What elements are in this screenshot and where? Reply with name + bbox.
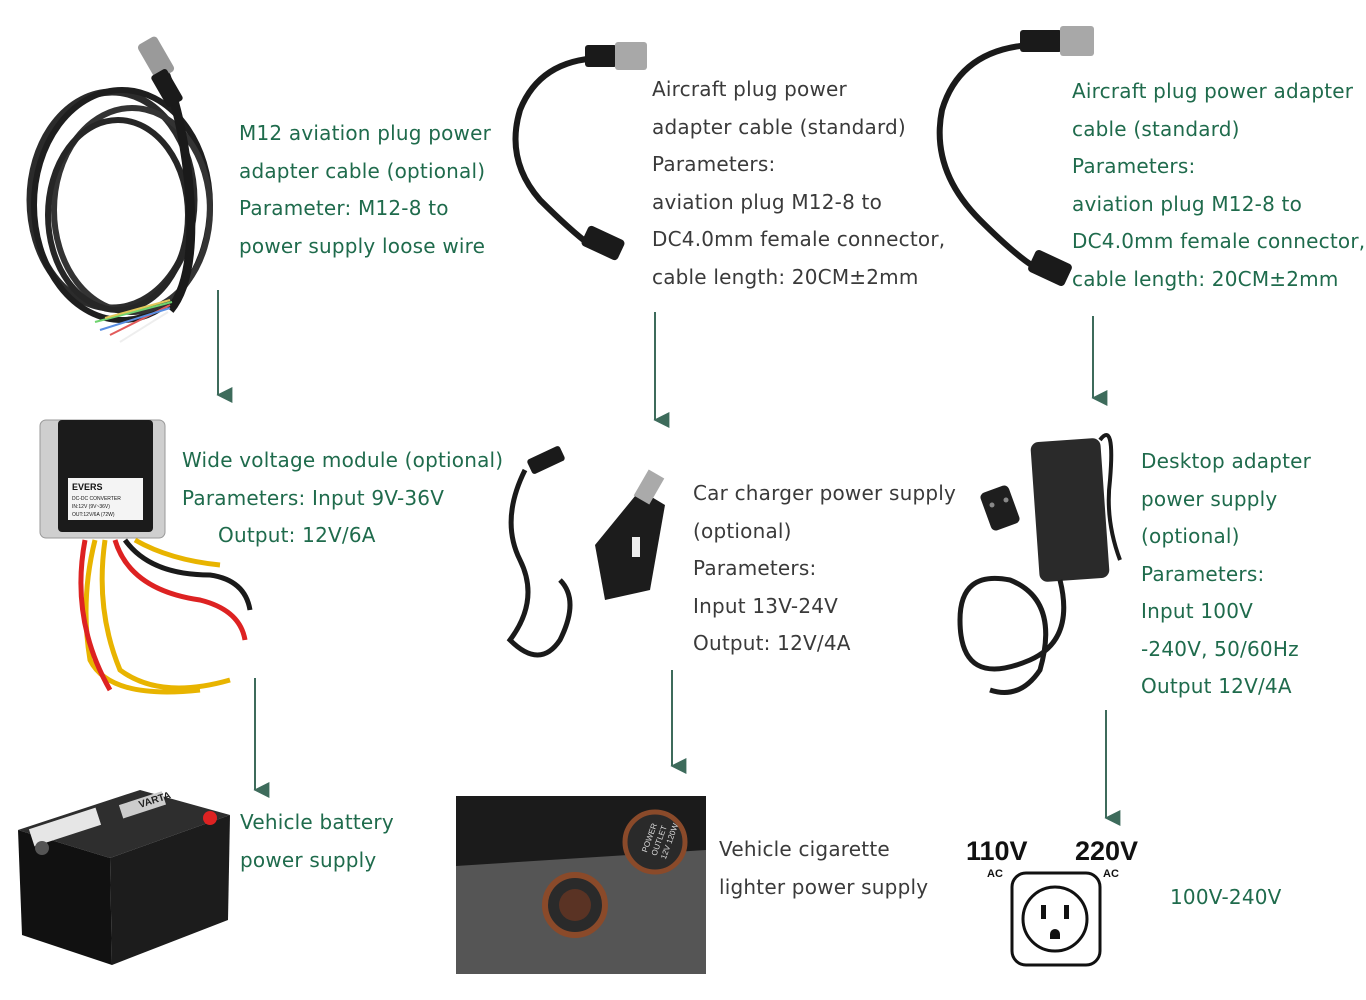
- vehicle-battery-image: VARTA: [18, 790, 230, 965]
- battery-line-1: Vehicle battery: [240, 810, 394, 834]
- cable-b-line-4: aviation plug M12-8 to: [1072, 191, 1303, 216]
- module-line-1: DC-DC CONVERTER: [72, 496, 121, 502]
- module-brand: EVERS: [72, 482, 103, 492]
- charger-line-3: Parameters:: [693, 556, 817, 580]
- flow-arrows: [216, 290, 1121, 826]
- cable-a-line-1: Aircraft plug power: [652, 77, 847, 101]
- cable-b-line-5: DC4.0mm female connector,: [1072, 229, 1366, 253]
- adapter-line-5: Input 100V: [1141, 599, 1253, 623]
- aircraft-cable-b-description: Aircraft plug power adapter cable (stand…: [1072, 73, 1365, 298]
- car-charger-description: Car charger power supply (optional) Para…: [693, 475, 956, 663]
- battery-description: Vehicle battery power supply: [240, 804, 394, 879]
- socket-left-voltage: 110V: [966, 836, 1028, 866]
- socket-right-sub: AC: [1103, 868, 1119, 880]
- m12-line-3: Parameter: M12-8 to: [239, 196, 449, 220]
- desktop-adapter-description: Desktop adapter power supply (optional) …: [1141, 443, 1311, 706]
- cable-b-line-3: Parameters:: [1072, 154, 1196, 178]
- cigarette-line-1: Vehicle cigarette: [719, 837, 890, 861]
- desktop-adapter-image: [957, 433, 1122, 695]
- cable-a-line-6: cable length: 20CM±2mm: [652, 264, 919, 289]
- cigarette-lighter-image: POWER OUTLET 12V 120W: [456, 796, 706, 974]
- car-charger-image: [506, 446, 665, 658]
- adapter-line-1: Desktop adapter: [1141, 449, 1312, 473]
- adapter-line-7: Output 12V/4A: [1141, 674, 1292, 698]
- charger-line-2: (optional): [693, 518, 792, 543]
- cable-b-line-1: Aircraft plug power adapter: [1072, 79, 1354, 103]
- charger-line-4: Input 13V-24V: [693, 593, 839, 618]
- cable-a-line-4: aviation plug M12-8 to: [652, 189, 883, 214]
- charger-line-5: Output: 12V/4A: [693, 631, 851, 655]
- adapter-line-6: -240V, 50/60Hz: [1141, 636, 1299, 661]
- cable-a-line-2: adapter cable (standard): [652, 114, 906, 139]
- m12-line-4: power supply loose wire: [239, 233, 486, 258]
- mains-description: 100V-240V: [1170, 879, 1282, 917]
- wide-voltage-line-3: Output: 12V/6A: [218, 523, 376, 547]
- battery-line-2: power supply: [240, 847, 377, 872]
- adapter-line-4: Parameters:: [1141, 561, 1265, 586]
- socket-left-sub: AC: [987, 868, 1003, 880]
- cable-b-line-6: cable length: 20CM±2mm: [1072, 266, 1339, 291]
- aircraft-cable-b-image: [936, 26, 1094, 287]
- adapter-line-3: (optional): [1141, 524, 1240, 548]
- cable-a-line-5: DC4.0mm female connector,: [652, 227, 946, 251]
- m12-line-2: adapter cable (optional): [239, 158, 486, 183]
- module-line-2: IN:12V (9V~36V): [72, 504, 110, 510]
- cigarette-description: Vehicle cigarette lighter power supply: [719, 831, 928, 906]
- mains-line-1: 100V-240V: [1170, 885, 1282, 909]
- wall-socket-image: [1010, 871, 1102, 967]
- m12-cable-image: [26, 36, 213, 343]
- aircraft-cable-a-image: [512, 42, 647, 261]
- charger-line-1: Car charger power supply: [693, 481, 957, 505]
- wide-voltage-description: Wide voltage module (optional) Parameter…: [182, 442, 503, 555]
- wide-voltage-line-2: Parameters: Input 9V-36V: [182, 485, 445, 510]
- socket-right-voltage: 220V: [1075, 836, 1139, 866]
- cable-a-line-3: Parameters:: [652, 152, 776, 176]
- m12-line-1: M12 aviation plug power: [239, 121, 492, 145]
- wide-voltage-line-1: Wide voltage module (optional): [182, 448, 504, 472]
- adapter-line-2: power supply: [1141, 486, 1278, 511]
- aircraft-cable-a-description: Aircraft plug power adapter cable (stand…: [652, 71, 945, 296]
- cable-b-line-2: cable (standard): [1072, 116, 1240, 141]
- m12-cable-description: M12 aviation plug power adapter cable (o…: [239, 115, 491, 265]
- cigarette-line-2: lighter power supply: [719, 874, 929, 899]
- wide-voltage-module-image: EVERS DC-DC CONVERTER IN:12V (9V~36V) OU…: [39, 419, 253, 695]
- module-line-3: OUT:12V/6A (72W): [72, 512, 115, 518]
